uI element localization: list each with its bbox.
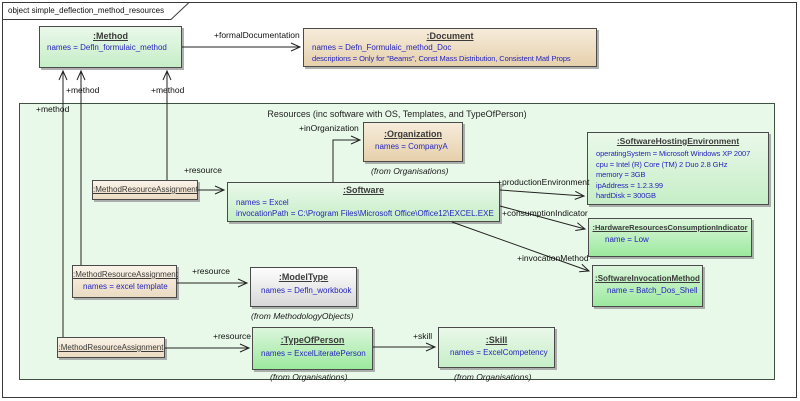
label-resource-3: +resource [213, 331, 252, 341]
typeofperson-title: :TypeOfPerson [280, 335, 345, 345]
hosting-title: :SoftwareHostingEnvironment [616, 136, 740, 146]
object-software[interactable]: :Software names = Excel invocationPath =… [227, 182, 500, 222]
invocation-attr: name = Batch_Dos_Shell [607, 286, 698, 295]
object-software-hosting-environment[interactable]: :SoftwareHostingEnvironment operatingSys… [587, 132, 769, 205]
typeofperson-attr: names = ExcelLiteratePerson [261, 349, 366, 358]
skill-title: :Skill [485, 335, 508, 345]
mra2-title: :MethodResourceAssignment [73, 270, 178, 279]
object-organization[interactable]: :Organization names = CompanyA [363, 122, 463, 162]
modeltype-attr: names = Defln_workbook [261, 286, 352, 295]
mra2-attr: names = excel template [83, 282, 168, 291]
hosting-attr-cpu: cpu = Intel (R) Core (TM) 2 Duo 2.8 GHz [596, 159, 728, 169]
object-software-attr-names: names = Excel [236, 198, 289, 207]
hosting-attr-memory: memory = 3GB [596, 170, 646, 179]
label-skill: +skill [413, 331, 433, 341]
object-method-attr: names = Defln_formulaic_method [47, 43, 167, 52]
object-method-resource-assignment-2[interactable]: :MethodResourceAssignment names = excel … [72, 265, 178, 298]
invocation-title: :SoftwareInvocationMethod [595, 274, 700, 283]
object-document-attr-descriptions: descriptions = Only for "Beams", Const M… [312, 53, 571, 63]
object-document-title: :Document [426, 31, 474, 41]
modeltype-title: :ModelType [278, 272, 329, 282]
hosting-attr-disk: hardDisk = 300GB [596, 191, 656, 200]
object-method[interactable]: :Method names = Defln_formulaic_method [39, 26, 182, 68]
object-software-title: :Software [342, 185, 384, 195]
object-method-title: :Method [93, 31, 128, 41]
typeofperson-from-caption: (from Organisations) [270, 372, 348, 382]
label-resource-2: +resource [192, 266, 231, 276]
object-document[interactable]: :Document names = Defn_Formulaic_method_… [303, 28, 597, 67]
consumption-title: :HardwareResourcesConsumptionIndicator [592, 223, 748, 232]
consumption-attr: name = Low [605, 235, 649, 244]
label-method-2: +method [66, 85, 100, 95]
hosting-attr-os: operatingSystem = Microsoft Windows XP 2… [596, 149, 751, 158]
modeltype-from-caption: (from MethodologyObjects) [251, 311, 354, 321]
object-hardware-resources-consumption-indicator[interactable]: :HardwareResourcesConsumptionIndicator n… [588, 218, 752, 257]
object-organization-title: :Organization [384, 129, 442, 139]
object-skill[interactable]: :Skill names = ExcelCompetency [438, 327, 555, 368]
organization-from-caption: (from Organisations) [371, 166, 449, 176]
resources-boundary-title: Resources (inc software with OS, Templat… [267, 109, 527, 119]
label-in-organization: +inOrganization [299, 123, 359, 133]
skill-attr: names = ExcelCompetency [450, 348, 548, 357]
label-method-3: +method [36, 104, 70, 114]
mra3-title: :MethodResourceAssignment [58, 343, 164, 352]
mra1-title: :MethodResourceAssignment [93, 185, 198, 194]
object-method-resource-assignment-1[interactable]: :MethodResourceAssignment [92, 180, 198, 200]
label-method-1: +method [151, 85, 185, 95]
object-method-resource-assignment-3[interactable]: :MethodResourceAssignment [57, 337, 165, 358]
hosting-attr-ip: ipAddress = 1.2.3.99 [596, 180, 664, 190]
object-software-invocation-method[interactable]: :SoftwareInvocationMethod name = Batch_D… [592, 265, 703, 307]
object-organization-attr: names = CompanyA [375, 142, 448, 151]
object-software-attr-path: invocationPath = C:\Program Files\Micros… [236, 208, 494, 218]
label-consumption-indicator: +consumptionIndicator [502, 208, 588, 218]
frame-tab-label: object simple_deflection_method_resource… [8, 6, 165, 15]
label-invocation-method: +invocationMethod [517, 253, 589, 263]
object-document-attr-names: names = Defn_Formulaic_method_Doc [312, 43, 452, 52]
object-modeltype[interactable]: :ModelType names = Defln_workbook [250, 267, 357, 307]
label-production-environment: +productionEnvironment [497, 177, 590, 187]
skill-from-caption: (from Organisations) [454, 372, 532, 382]
label-formal-documentation: +formalDocumentation [214, 30, 300, 40]
label-resource-1: +resource [184, 165, 223, 175]
object-typeofperson[interactable]: :TypeOfPerson names = ExcelLiteratePerso… [252, 327, 373, 370]
